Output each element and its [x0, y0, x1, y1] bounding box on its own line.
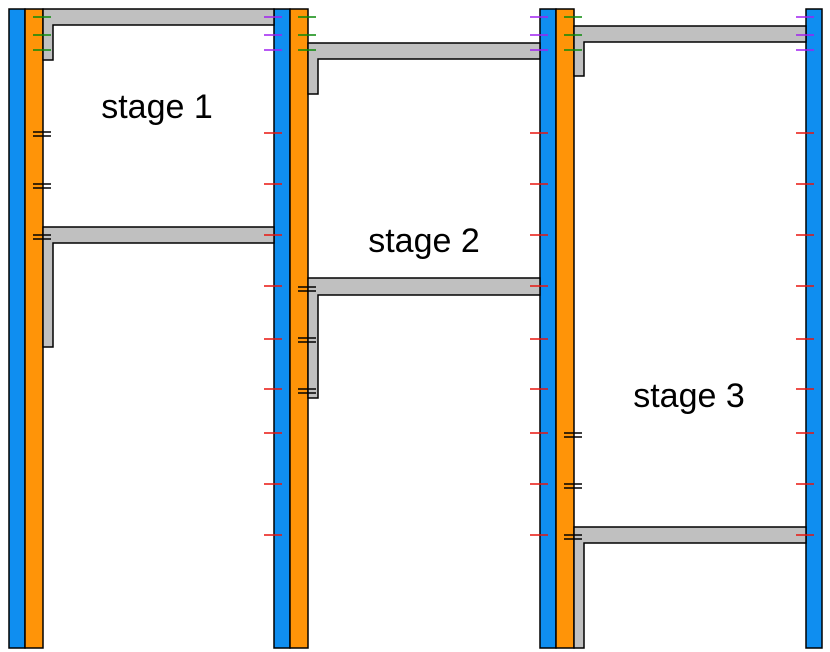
liner-2	[289, 8, 309, 649]
stage3-lower-slab	[573, 526, 807, 649]
stage2-top-slab	[307, 42, 541, 95]
stage1-label: stage 1	[101, 88, 213, 126]
column-3	[539, 8, 557, 649]
stage1-lower-slab	[42, 226, 275, 348]
column-1	[8, 8, 26, 649]
stage2-label: stage 2	[368, 222, 480, 260]
stage2-lower-slab	[307, 277, 541, 399]
stage3-label: stage 3	[633, 377, 745, 415]
tick-marks	[33, 16, 814, 540]
liner-3	[555, 8, 575, 649]
column-4	[805, 8, 823, 649]
liner-1	[24, 8, 44, 649]
stage1-top-slab	[42, 8, 275, 61]
stage3-top-slab	[573, 25, 807, 77]
column-2	[273, 8, 291, 649]
